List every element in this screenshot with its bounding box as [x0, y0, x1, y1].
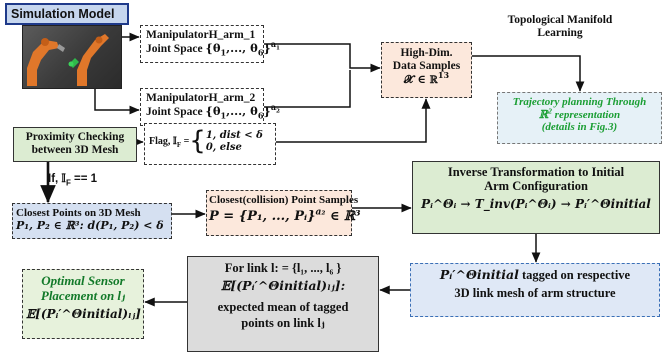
- topological-manifold-label: Topological Manifold Learning: [480, 14, 640, 44]
- collision-point-samples-box: Closest(collision) Point Samples P = {P₁…: [206, 190, 361, 236]
- trajectory-line1: Trajectory planning Through: [512, 96, 647, 108]
- samples-line2: Data Samples: [392, 60, 461, 73]
- optimal-line2: Placement on lⱼ: [40, 287, 126, 303]
- manipulator-arm2-box: ManipulatorH_arm_2 Joint Space {θ1,..., …: [140, 88, 280, 126]
- arm2-joint-space: Joint Space {θ1,..., θ6}a2: [146, 103, 280, 121]
- flag-brace-cell: {: [189, 126, 206, 157]
- flag-condition-box: Flag, 𝕀F = { 1, dist < δ 0, else: [144, 123, 276, 165]
- flag-case2: 0, else: [205, 141, 242, 153]
- arm1-sub6: 6: [257, 47, 264, 58]
- topo-line1: Topological Manifold: [507, 14, 613, 26]
- if-sub: F: [65, 178, 71, 188]
- flag-cases: 1, dist < δ 0, else: [206, 127, 263, 157]
- trajectory-planning-box: Trajectory planning Through ℝ2 represent…: [497, 92, 662, 144]
- high-dim-samples-box: High-Dim. Data Samples 𝓧 ∈ ℝ13: [381, 42, 472, 98]
- flag-layout: Flag, 𝕀F = { 1, dist < δ 0, else: [149, 126, 263, 157]
- arrow-arm2-to-samples: [264, 70, 351, 108]
- arm1-math-close: }: [263, 41, 271, 56]
- arm2-sup-sub: 2: [276, 109, 280, 115]
- manipulator-arm1-box: ManipulatorH_arm_1 Joint Space {θ1,..., …: [140, 25, 280, 63]
- forlink-line1: For link l: = {l₁, ..., l₆ }: [224, 261, 342, 275]
- trajectory-line2: ℝ2 representation: [500, 105, 659, 122]
- samples-math-base: 𝓧 ∈ ℝ: [403, 72, 438, 87]
- arm2-name: ManipulatorH_arm_2: [146, 92, 256, 104]
- if-text: If, 𝕀F == 1: [48, 173, 138, 188]
- flag-lhs: Flag, 𝕀F =: [149, 127, 189, 157]
- trajectory-representation: representation: [551, 108, 621, 121]
- arm2-sup: a: [270, 102, 277, 113]
- collision-math: P = {P₁, ..., Pᵢ}a₂ ∈ ℝ³: [209, 207, 361, 225]
- arm1-math-open: {θ: [205, 41, 221, 56]
- trajectory-sup: 2: [548, 105, 552, 115]
- arrow-sim-to-arm2: [94, 89, 140, 115]
- arm1-joint-space: Joint Space {θ1,..., θ6}a1: [146, 40, 280, 58]
- closest-points-mesh-box: Closest Points on 3D Mesh P₁, P₂ ∈ ℝ³: d…: [12, 203, 172, 239]
- optimal-line3: 𝔼[(Pᵢ′^Θinitial)ₗⱼ]: [26, 306, 141, 321]
- proximity-line1: Proximity Checking: [25, 131, 125, 143]
- simulation-model-label: Simulation Model: [5, 3, 129, 25]
- samples-math: 𝓧 ∈ ℝ13: [384, 70, 469, 87]
- samples-math-sup: 13: [437, 70, 450, 81]
- arm2-math-mid: ,..., θ: [226, 104, 258, 119]
- arm1-sup: a: [270, 39, 277, 50]
- forlink-line3: expected mean of tagged: [217, 299, 349, 314]
- arrow-samples-to-trajectory: [472, 55, 585, 92]
- robot-arm-icon: [27, 34, 109, 86]
- collision-math-rest: ∈ ℝ³: [325, 208, 361, 224]
- tagged-line1: Pᵢ′^Θinitial tagged on respective: [414, 267, 656, 282]
- arm1-sub1: 1: [220, 47, 227, 58]
- tagged-link-mesh-box: Pᵢ′^Θinitial tagged on respective 3D lin…: [410, 263, 660, 317]
- arm1-name: ManipulatorH_arm_1: [146, 29, 256, 41]
- arm1-sup-sub: 1: [276, 46, 280, 52]
- proximity-checking-box: Proximity Checking between 3D Mesh: [13, 127, 137, 162]
- trajectory-math: ℝ: [538, 107, 549, 121]
- forlink-line4: points on link lⱼ: [241, 316, 325, 331]
- arrow-arm1-to-samples: [264, 43, 381, 73]
- collision-math-sup: a₂: [315, 206, 326, 218]
- collision-math-base: P = {P₁, ..., Pᵢ}: [209, 208, 316, 224]
- if-prefix: If, 𝕀: [48, 173, 66, 185]
- proximity-line2: between 3D Mesh: [31, 144, 119, 157]
- arm2-sub6: 6: [257, 110, 264, 121]
- inverse-line2: Arm Configuration: [484, 179, 588, 194]
- simulation-model-text: Simulation Model: [11, 7, 115, 21]
- tagged-line2: 3D link mesh of arm structure: [454, 286, 616, 301]
- arm1-math-mid: ,..., θ: [226, 41, 258, 56]
- flag-prefix: Flag, 𝕀: [149, 136, 177, 148]
- optimal-line1: Optimal Sensor: [41, 273, 125, 288]
- arm2-math-open: {θ: [205, 104, 221, 119]
- closest-mesh-line1: Closest Points on 3D Mesh: [16, 207, 141, 219]
- inverse-formula: Pᵢ^Θᵢ → T_inv(Pᵢ^Θᵢ) → Pᵢ′^Θinitial: [421, 196, 651, 211]
- flag-brace: {: [189, 126, 206, 156]
- tagged-rest: tagged on respective: [518, 268, 631, 282]
- topo-line2: Learning: [537, 27, 583, 40]
- tagged-math: Pᵢ′^Θinitial: [439, 267, 519, 282]
- flag-sub: F: [176, 141, 182, 150]
- inverse-transformation-box: Inverse Transformation to Initial Arm Co…: [412, 161, 660, 234]
- arm2-math-close: }: [263, 104, 271, 119]
- if-rest: == 1: [70, 173, 98, 185]
- samples-line1: High-Dim.: [400, 47, 453, 59]
- forlink-line2: 𝔼[(Pᵢ′^Θinitial)ₗⱼ]:: [220, 278, 346, 294]
- trajectory-line3: (details in Fig.3): [541, 121, 618, 134]
- inverse-line1: Inverse Transformation to Initial: [447, 165, 625, 179]
- for-link-expected-mean-box: For link l: = {l₁, ..., l₆ } 𝔼[(Pᵢ′^Θini…: [187, 256, 379, 352]
- flag-eq: =: [181, 136, 190, 148]
- arm1-joint-prefix: Joint Space: [146, 43, 206, 56]
- collision-line1: Closest(collision) Point Samples: [209, 194, 359, 206]
- robot-arms-render: [22, 25, 122, 89]
- optimal-sensor-placement-box: Optimal Sensor Placement on lⱼ 𝔼[(Pᵢ′^Θi…: [22, 269, 144, 339]
- arm2-sub1: 1: [220, 110, 227, 121]
- flag-case1: 1, dist < δ: [205, 130, 263, 142]
- arm2-joint-prefix: Joint Space: [146, 106, 206, 119]
- if-condition-label: If, 𝕀F == 1: [48, 173, 138, 191]
- closest-mesh-line2: P₁, P₂ ∈ ℝ³: d(P₁, P₂) < δ: [16, 218, 164, 232]
- arrow-flag-to-samples: [276, 98, 431, 143]
